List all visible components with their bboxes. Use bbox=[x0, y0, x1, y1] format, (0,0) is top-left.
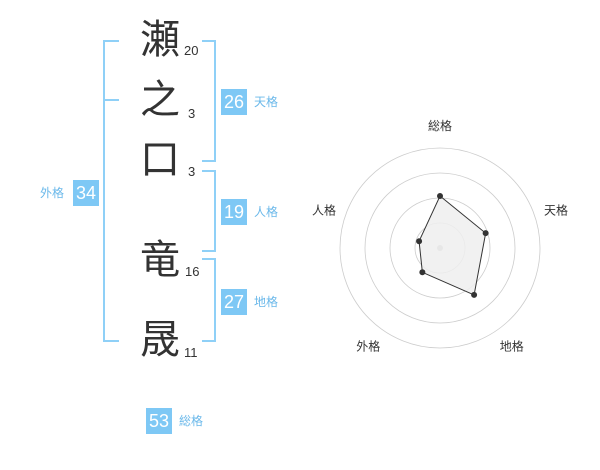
radar-point-3 bbox=[471, 291, 478, 298]
radar-point-4 bbox=[419, 269, 426, 276]
name-char-1: 瀬 bbox=[140, 17, 180, 63]
tenkaku-score: 26 bbox=[221, 89, 247, 115]
stroke-count-2: 3 bbox=[188, 106, 196, 121]
tenkaku-label: 天格 bbox=[254, 95, 279, 109]
gaikaku-label: 外格 bbox=[40, 186, 65, 200]
radar-axis-label: 天格 bbox=[544, 202, 568, 217]
name-char-2: 之 bbox=[140, 77, 180, 123]
chikaku-label: 地格 bbox=[254, 295, 279, 309]
jinkaku-score: 19 bbox=[221, 199, 247, 225]
chikaku-bracket bbox=[202, 258, 216, 342]
stroke-count-4: 16 bbox=[185, 264, 200, 279]
radar-point-1 bbox=[437, 193, 443, 199]
radar-axis-label: 総格 bbox=[428, 118, 452, 133]
chikaku-score: 27 bbox=[221, 289, 247, 315]
soukaku-score: 53 bbox=[146, 408, 172, 434]
name-char-3: 口 bbox=[140, 137, 180, 183]
stroke-count-1: 20 bbox=[184, 43, 199, 58]
radar-axis-label: 外格 bbox=[356, 339, 380, 354]
name-char-5: 晟 bbox=[140, 317, 180, 363]
radar-axis-label: 人格 bbox=[312, 202, 336, 217]
gaikaku-bracket bbox=[103, 40, 119, 342]
soukaku-label: 総格 bbox=[179, 414, 204, 428]
jinkaku-label: 人格 bbox=[254, 205, 279, 219]
radar-axis-label: 地格 bbox=[500, 339, 524, 354]
gaikaku-score: 34 bbox=[73, 180, 99, 206]
radar-data-polygon bbox=[418, 195, 487, 296]
gaikaku-bracket-tick bbox=[103, 99, 119, 101]
name-char-4: 竜 bbox=[140, 237, 180, 283]
stroke-count-5: 11 bbox=[184, 345, 198, 360]
radar-grid-ring bbox=[364, 172, 516, 324]
radar-point-2 bbox=[482, 230, 489, 237]
stroke-count-3: 3 bbox=[188, 164, 196, 179]
radar-grid-ring bbox=[339, 147, 541, 349]
tenkaku-bracket bbox=[202, 40, 216, 162]
jinkaku-bracket bbox=[202, 170, 216, 252]
radar-point-5 bbox=[416, 238, 423, 245]
